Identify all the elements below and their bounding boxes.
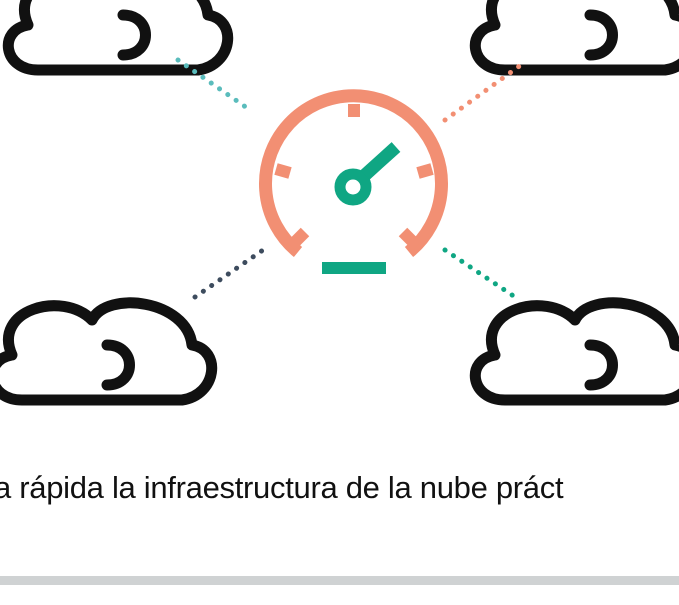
connector-bottom-right <box>442 247 518 300</box>
gauge-arc <box>259 89 448 258</box>
cloud-bottom-left-icon <box>0 303 212 400</box>
gauge-tick-left <box>274 163 292 179</box>
needle-hub <box>334 168 372 206</box>
gauge-base-bar <box>322 262 386 274</box>
connector-bottom-left <box>192 247 266 300</box>
connector-top-right <box>442 59 528 123</box>
cloud-bottom-right-icon <box>475 303 679 400</box>
caption-text: a rápida la infraestructura de la nube p… <box>0 470 564 505</box>
gauge-tick-bottom-right <box>398 227 422 251</box>
gauge-needle <box>360 142 401 180</box>
cloud-top-right-icon <box>475 0 679 70</box>
gauge-tick-right <box>416 163 434 179</box>
connector-top-left <box>175 57 253 113</box>
speedometer-icon <box>259 89 448 274</box>
divider <box>0 576 679 585</box>
cloud-top-left-icon <box>8 0 227 70</box>
gauge-tick-bottom-left <box>286 227 310 251</box>
